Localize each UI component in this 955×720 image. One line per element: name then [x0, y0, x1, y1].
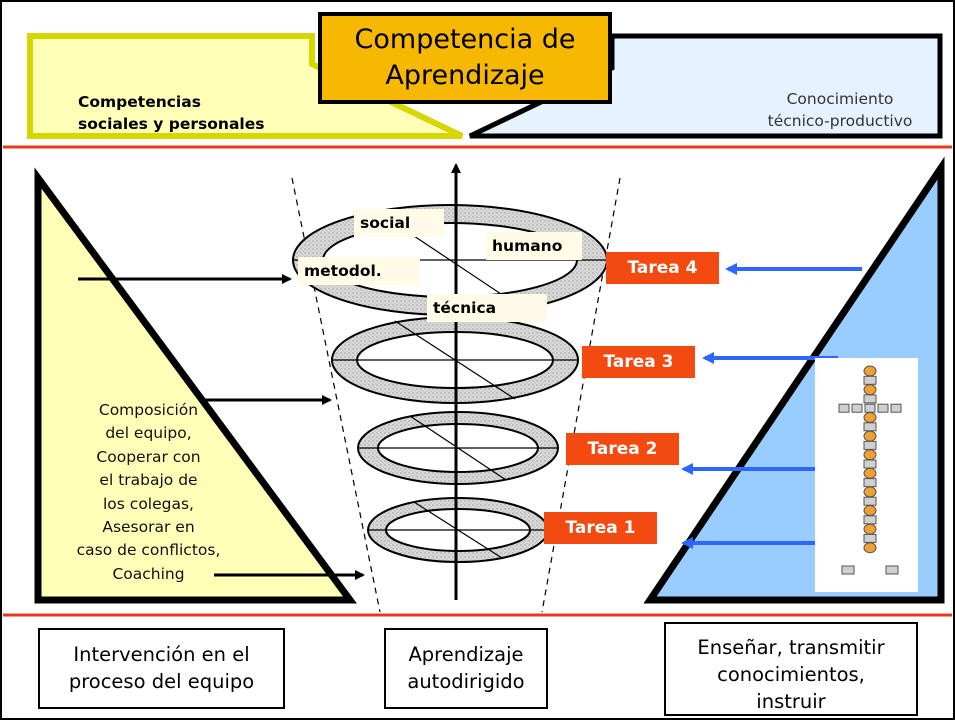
chain-node-icon — [863, 542, 877, 554]
footer-center-line-1: Aprendizaje — [408, 643, 524, 666]
ring-label-metodol: metodol. — [298, 257, 420, 285]
chain-station-icon — [863, 375, 877, 385]
chain-station-icon — [851, 403, 863, 413]
social-label-line-2: sociales y personales — [78, 115, 265, 133]
team-intervention-text: Composición del equipo, Cooperar con el … — [36, 399, 261, 586]
technical-label-line-2: técnico-productivo — [767, 112, 913, 130]
left-text-line: el trabajo de — [99, 471, 198, 490]
chain-node-icon — [863, 365, 877, 377]
chain-station-icon — [877, 403, 889, 413]
task-2-box: Tarea 2 — [566, 433, 679, 465]
production-line-figure — [815, 358, 918, 592]
learning-competence-title: Competencia de Aprendizaje — [318, 12, 612, 104]
footer-left-line-2: proceso del equipo — [68, 670, 255, 693]
footer-right-line-1: Enseñar, transmitir — [697, 636, 885, 659]
social-label-line-1: Competencias — [78, 93, 201, 111]
chain-station-icon — [863, 422, 877, 432]
social-competences-label: Competencias sociales y personales — [78, 91, 338, 135]
ring-1 — [367, 497, 549, 563]
chain-node-icon — [863, 486, 877, 498]
left-text-line: Asesorar en — [102, 518, 195, 537]
left-text-line: Composición — [98, 401, 199, 419]
left-text-line: caso de conflictos, — [76, 541, 221, 560]
chain-node-icon — [863, 412, 877, 423]
footer-center-line-2: autodirigido — [407, 670, 525, 693]
chain-station-icon — [864, 403, 876, 413]
left-text-line: Cooperar con — [96, 447, 201, 466]
team-process-box: Intervención en el proceso del equipo — [38, 628, 285, 709]
technical-label-line-1: Conocimiento — [786, 90, 894, 108]
chain-station-icon — [841, 565, 855, 575]
chain-station-icon — [863, 496, 877, 506]
chain-station-icon — [863, 478, 877, 488]
chain-node-icon — [863, 430, 877, 442]
ring-2 — [357, 411, 559, 485]
footer-right-line-2: conocimientos, — [717, 663, 865, 686]
chain-station-icon — [863, 394, 877, 404]
chain-node-icon — [863, 384, 877, 396]
title-line-2: Aprendizaje — [385, 60, 545, 91]
left-text-line: Coaching — [112, 564, 185, 583]
ring-label-social: social — [354, 209, 444, 237]
chain-node-icon — [863, 467, 877, 479]
cone-left-line — [291, 177, 381, 613]
title-line-1: Competencia de — [354, 24, 576, 55]
chain-node-icon — [863, 523, 877, 535]
chain-node-icon — [863, 449, 877, 461]
teaching-box: Enseñar, transmitir conocimientos, instr… — [664, 622, 918, 716]
chain-station-icon — [863, 533, 877, 543]
self-directed-learning-box: Aprendizaje autodirigido — [384, 628, 548, 709]
left-text-line: del equipo, — [105, 424, 192, 443]
left-triangle — [34, 167, 357, 604]
chain-station-icon — [863, 440, 877, 450]
ring-label-humano: humano — [486, 232, 582, 260]
chain-station-icon — [838, 403, 850, 413]
ring-label-tecnica: técnica — [427, 294, 547, 322]
chain-station-icon — [863, 459, 877, 469]
chain-station-icon — [863, 515, 877, 525]
chain-station-icon — [890, 403, 902, 413]
task-3-box: Tarea 3 — [582, 346, 695, 378]
task-4-box: Tarea 4 — [606, 252, 719, 284]
chain-node-icon — [863, 505, 877, 516]
left-text-line: los colegas, — [103, 494, 194, 513]
footer-left-line-1: Intervención en el — [73, 643, 250, 666]
footer-right-line-3: instruir — [756, 690, 826, 713]
task-1-box: Tarea 1 — [544, 512, 657, 544]
technical-knowledge-label: Conocimiento técnico-productivo — [735, 88, 945, 132]
chain-station-icon — [885, 565, 899, 575]
